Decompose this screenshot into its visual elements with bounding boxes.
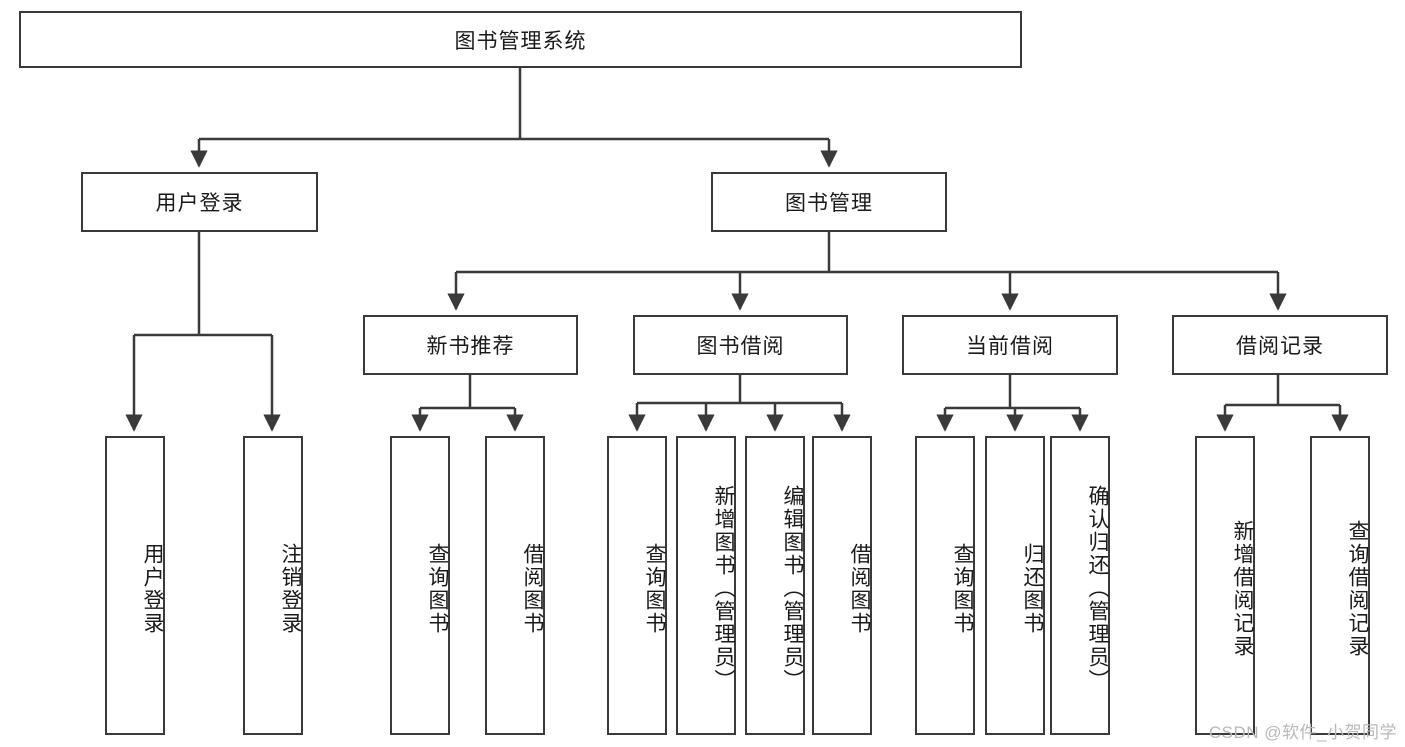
node-leaf-user-login[interactable]: 用户登录: [105, 436, 165, 735]
node-root[interactable]: 图书管理系统: [19, 11, 1022, 68]
node-leaf-add-book-admin-label: 新增图书（管理员）: [712, 485, 735, 692]
node-leaf-add-book-admin[interactable]: 新增图书（管理员）: [676, 436, 736, 735]
node-borrow-record[interactable]: 借阅记录: [1172, 315, 1388, 375]
node-current-borrow-label: 当前借阅: [966, 335, 1054, 358]
node-book-borrow-label: 图书借阅: [696, 335, 785, 358]
node-leaf-logout-login[interactable]: 注销登录: [243, 436, 303, 735]
node-leaf-query-book-1[interactable]: 查询图书: [390, 436, 450, 735]
node-borrow-record-label: 借阅记录: [1236, 335, 1324, 358]
node-book-manage[interactable]: 图书管理: [711, 172, 947, 232]
node-book-manage-label: 图书管理: [785, 192, 873, 215]
node-leaf-return-book[interactable]: 归还图书: [985, 436, 1045, 735]
node-leaf-return-book-label: 归还图书: [1021, 542, 1044, 635]
node-leaf-borrow-book-2-label: 借阅图书: [848, 542, 871, 635]
node-user-login[interactable]: 用户登录: [81, 172, 318, 232]
node-leaf-edit-book-admin[interactable]: 编辑图书（管理员）: [745, 436, 805, 735]
node-leaf-query-borrow-record-label: 查询借阅记录: [1346, 519, 1369, 658]
node-user-login-label: 用户登录: [155, 192, 244, 215]
node-leaf-user-login-label: 用户登录: [141, 542, 164, 635]
node-leaf-query-book-2[interactable]: 查询图书: [607, 436, 667, 735]
node-leaf-query-book-1-label: 查询图书: [426, 542, 449, 635]
watermark-text: CSDN @软件_小贺同学: [1208, 723, 1397, 742]
node-leaf-query-book-3[interactable]: 查询图书: [915, 436, 975, 735]
node-leaf-borrow-book-2[interactable]: 借阅图书: [812, 436, 872, 735]
node-leaf-confirm-return-admin-label: 确认归还（管理员）: [1086, 485, 1109, 692]
node-leaf-edit-book-admin-label: 编辑图书（管理员）: [781, 485, 804, 692]
node-leaf-logout-login-label: 注销登录: [279, 542, 302, 635]
node-leaf-add-borrow-record-label: 新增借阅记录: [1231, 519, 1254, 658]
node-leaf-confirm-return-admin[interactable]: 确认归还（管理员）: [1050, 436, 1110, 735]
node-new-book-recommend-label: 新书推荐: [426, 335, 515, 358]
node-leaf-query-book-3-label: 查询图书: [951, 542, 974, 635]
node-root-label: 图书管理系统: [454, 29, 587, 53]
node-leaf-add-borrow-record[interactable]: 新增借阅记录: [1195, 436, 1255, 735]
node-book-borrow[interactable]: 图书借阅: [633, 315, 848, 375]
node-leaf-borrow-book-1[interactable]: 借阅图书: [485, 436, 545, 735]
node-current-borrow[interactable]: 当前借阅: [902, 315, 1118, 375]
node-leaf-query-book-2-label: 查询图书: [643, 542, 666, 635]
node-new-book-recommend[interactable]: 新书推荐: [363, 315, 578, 375]
node-leaf-borrow-book-1-label: 借阅图书: [521, 542, 544, 635]
node-leaf-query-borrow-record[interactable]: 查询借阅记录: [1310, 436, 1370, 735]
